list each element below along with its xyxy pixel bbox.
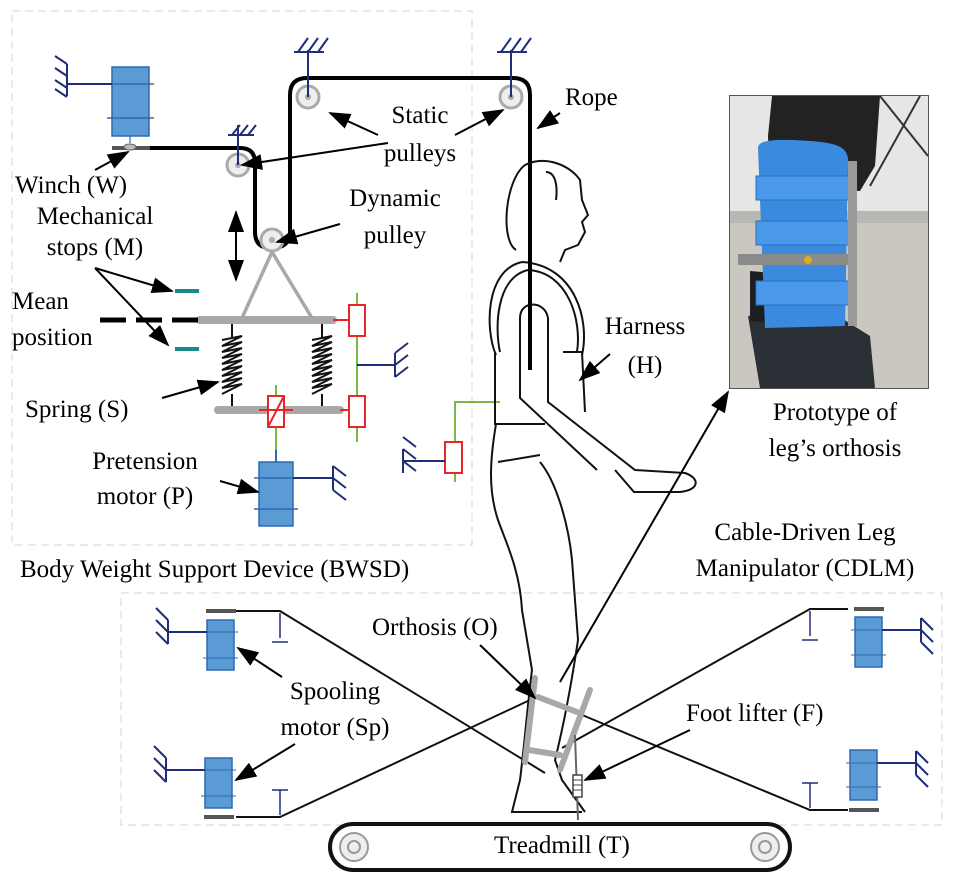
- cdlm-cables: [236, 608, 848, 818]
- label-pretension-line2: motor (P): [96, 483, 194, 510]
- label-harness-line2: (H): [627, 352, 663, 379]
- static-pulley-2: [294, 37, 329, 110]
- label-spooling-line1: Spooling: [289, 678, 381, 705]
- winch-drum: [112, 143, 150, 151]
- static-pulley-3: [497, 37, 532, 110]
- slider-upper: [348, 304, 366, 337]
- spooling-motor-top-left: [155, 607, 288, 671]
- spooling-motor-bottom-right: [802, 749, 929, 812]
- label-pretension-line1: Pretension: [92, 448, 198, 475]
- label-mechanical-stops-line2: stops (M): [46, 234, 144, 261]
- spooling-motor-bottom-left: [153, 745, 288, 819]
- label-winch: Winch (W): [15, 172, 128, 199]
- label-prototype-line2: leg’s orthosis: [768, 435, 902, 462]
- label-cdlm-line2: Manipulator (CDLM): [695, 555, 915, 582]
- label-cdlm-line1: Cable-Driven Leg: [714, 519, 896, 546]
- pretension-screw: [259, 385, 293, 460]
- label-orthosis: Orthosis (O): [372, 614, 498, 641]
- label-foot-lifter: Foot lifter (F): [686, 700, 824, 727]
- winch-motor: [107, 66, 154, 143]
- label-spring: Spring (S): [25, 396, 129, 423]
- orthosis-frame: [522, 675, 593, 773]
- bwsd-dashed-frame: [11, 10, 473, 546]
- label-harness-line1: Harness: [604, 313, 686, 340]
- label-mean-position-line2: position: [12, 324, 93, 351]
- spring-right: [311, 324, 333, 406]
- label-dynamic-pulley-line1: Dynamic: [349, 185, 441, 212]
- label-treadmill: Treadmill (T): [494, 832, 630, 859]
- label-bwsd: Body Weight Support Device (BWSD): [20, 556, 410, 583]
- dynamic-pulley: [259, 227, 285, 253]
- orthosis-prototype-photo: [729, 95, 929, 389]
- winch-ground-icon: [54, 55, 112, 98]
- human-figure: [488, 160, 697, 813]
- label-static-pulleys-line2: pulleys: [383, 140, 457, 167]
- label-prototype-line1: Prototype of: [772, 399, 898, 426]
- label-spooling-line2: motor (Sp): [280, 714, 390, 741]
- spooling-motor-top-right: [802, 607, 934, 668]
- label-rope: Rope: [565, 84, 618, 111]
- annotation-arrows: [94, 109, 730, 782]
- label-static-pulleys-line1: Static: [391, 102, 449, 129]
- treadmill: [328, 822, 792, 872]
- foot-lifter: [572, 734, 583, 821]
- label-dynamic-pulley-line2: pulley: [363, 222, 427, 249]
- label-mechanical-stops-line1: Mechanical: [36, 203, 154, 230]
- harness-slider: [402, 401, 500, 482]
- slider-lower: [348, 395, 366, 428]
- pretension-motor: [254, 450, 347, 527]
- label-mean-position-line1: Mean: [12, 288, 69, 315]
- spring-left: [221, 324, 243, 406]
